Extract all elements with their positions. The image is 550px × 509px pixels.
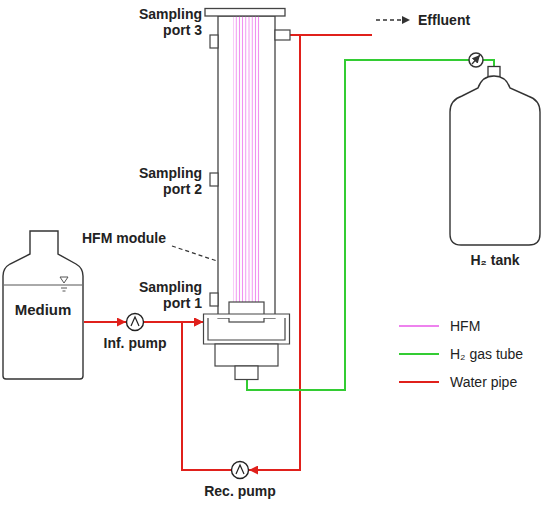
legend-line-sample [398, 377, 440, 387]
legend: HFM H₂ gas tubeWater pipe [398, 312, 523, 396]
water-pipe [84, 321, 126, 323]
node-label: Medium [2, 302, 84, 318]
outlet-label: Effluent [418, 12, 470, 28]
port-label: Sampling port 2 [128, 165, 202, 197]
effluent-pipe [300, 34, 372, 36]
legend-text: H₂ gas tube [450, 346, 523, 362]
pressure-gauge [469, 53, 483, 67]
pump: Rec. pump [231, 461, 249, 479]
node-label: HFM module [82, 230, 166, 246]
legend-row: Water pipe [398, 368, 523, 396]
reactor-column [203, 8, 290, 380]
legend-row: H₂ gas tube [398, 340, 523, 368]
legend-line-sample [398, 349, 440, 359]
h2-tank: H₂ tank [448, 66, 542, 246]
port-label: Sampling port 1 [128, 279, 202, 311]
pump: Inf. pump [126, 313, 144, 331]
port-label: Sampling port 3 [128, 6, 202, 38]
effluent-arrow [376, 19, 410, 21]
medium-bottle: Medium [2, 230, 84, 380]
node-label: Inf. pump [104, 335, 167, 351]
node-label: Rec. pump [204, 483, 276, 499]
legend-text: HFM [450, 318, 480, 334]
hfm-reactor: HFM module [203, 8, 290, 380]
legend-line-sample [398, 321, 440, 331]
node-label: H₂ tank [470, 252, 519, 268]
pump-symbol [126, 313, 144, 331]
pump-symbol [231, 461, 249, 479]
legend-row: HFM [398, 312, 523, 340]
gas-cylinder [448, 66, 542, 246]
legend-text: Water pipe [450, 374, 517, 390]
